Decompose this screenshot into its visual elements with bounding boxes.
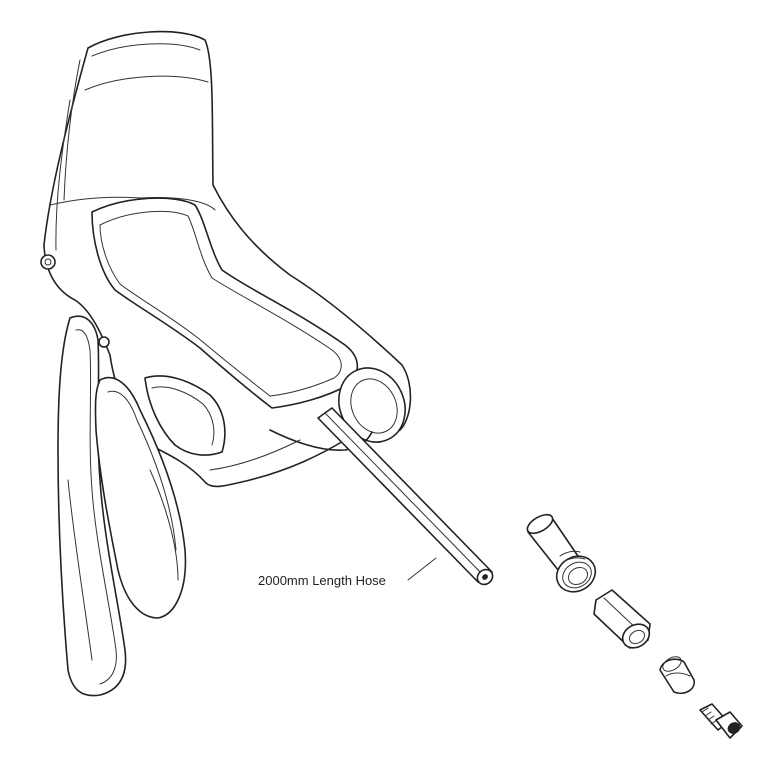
- compression-olive: [659, 656, 695, 695]
- reach-paddle: [94, 376, 187, 619]
- lever-housing: [40, 30, 412, 488]
- hose: [317, 407, 494, 586]
- hex-compression-nut: [593, 589, 651, 649]
- callout-leader-line: [407, 557, 437, 581]
- hose-callout-label: 2000mm Length Hose: [258, 573, 386, 588]
- hose-insert-pin: [699, 703, 743, 739]
- hose-callout: 2000mm Length Hose: [258, 557, 437, 588]
- hose-barb-fitting: [526, 513, 597, 593]
